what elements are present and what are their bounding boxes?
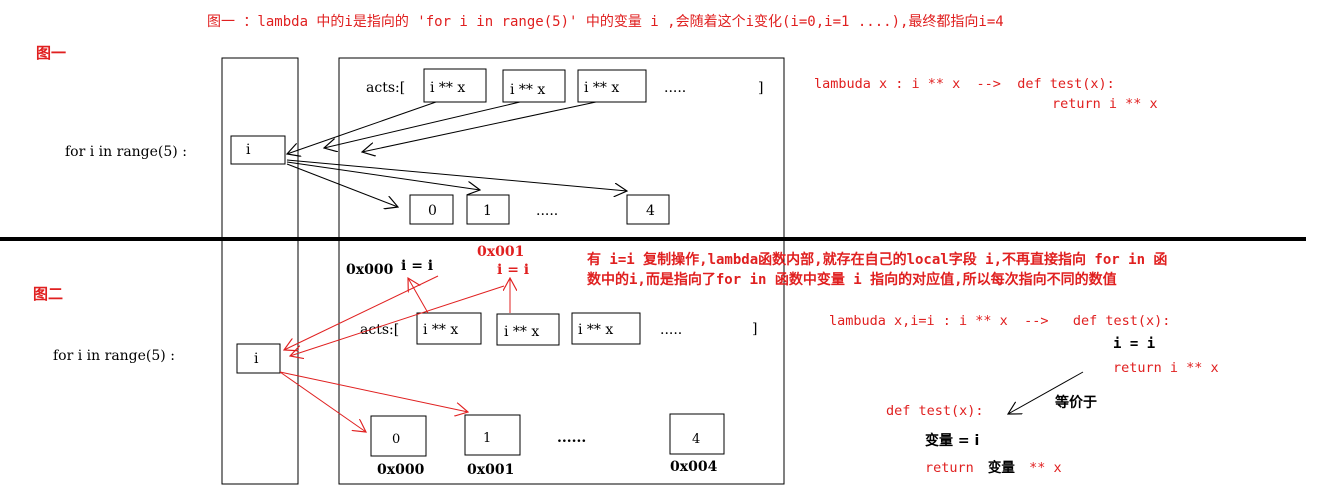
fig2-equiv-arrow xyxy=(1008,371,1084,414)
fig1-arrow-i-to-4 xyxy=(286,159,627,191)
fig1-lambda-2: i ** x xyxy=(510,82,545,98)
fig1-var-i-box xyxy=(230,135,286,165)
fig2-equiv-return-prefix: return xyxy=(925,460,974,476)
fig2-loop-label: for i in range(5) : xyxy=(53,348,175,364)
fig1-acts-open: acts:[ xyxy=(366,80,405,96)
fig2-equiv-return-var: 变量 xyxy=(988,459,1016,476)
fig2-acts-close: ] xyxy=(752,321,757,337)
fig2-values-ellipsis: ...... xyxy=(557,430,586,446)
fig2-acts-open: acts:[ xyxy=(360,322,399,338)
fig1-arrow-lambda1-to-i xyxy=(287,101,437,154)
fig1-lambda-1: i ** x xyxy=(430,80,465,96)
fig1-values-ellipsis: ..... xyxy=(536,203,558,219)
fig2-value-addr-1: 0x001 xyxy=(467,462,514,478)
fig1-note-line1: lambuda x : i ** x --> def test(x): xyxy=(814,76,1115,92)
fig2-arrow-i-to-1 xyxy=(279,371,468,412)
fig1-lambda-ellipsis: ..... xyxy=(664,80,686,96)
fig1-note-line2: return i ** x xyxy=(1052,96,1158,112)
fig2-lambda-box-1 xyxy=(416,312,482,345)
fig2-copy-addr-0: 0x000 xyxy=(346,262,394,278)
fig1-arrow-lambda2-to-i xyxy=(324,101,521,148)
fig1-value-box-4 xyxy=(626,194,670,225)
fig1-loop-label: for i in range(5) : xyxy=(65,144,187,160)
top-note: 图一 ：lambda 中的i是指向的 'for i in range(5)' 中… xyxy=(207,13,1004,30)
fig2-copy-expr-0: i = i xyxy=(401,258,433,274)
fig1-acts-close: ] xyxy=(758,80,763,96)
fig2-heap-box xyxy=(338,238,785,485)
fig1-lambda-box-2 xyxy=(502,69,566,103)
fig2-equiv-def: def test(x): xyxy=(886,403,984,419)
fig2-lambda-box-2 xyxy=(496,313,560,346)
fig1-var-i: i xyxy=(246,142,251,158)
fig1-lambda-box-3 xyxy=(577,69,647,103)
fig1-value-box-1 xyxy=(466,194,510,225)
fig2-value-4: 4 xyxy=(692,432,700,447)
fig2-lambda-3: i ** x xyxy=(578,322,613,338)
fig1-arrow-i-to-0 xyxy=(286,163,398,207)
fig2-equiv-return: return 变量 ** x xyxy=(925,459,1062,476)
fig2-explain-line1: 有 i=i 复制操作,lambda函数内部,就存在自己的local字段 i,不再… xyxy=(587,251,1167,268)
fig2-copy-expr-1: i = i xyxy=(497,262,529,278)
fig2-equiv-var-assign: 变量 = i xyxy=(925,432,979,449)
fig1-arrow-i-to-1 xyxy=(286,161,480,190)
fig2-arrow-i-to-0 xyxy=(279,371,366,432)
fig2-var-i-box xyxy=(236,343,281,374)
fig1-value-1: 1 xyxy=(483,203,492,219)
fig2-value-addr-0: 0x000 xyxy=(377,462,425,478)
fig2-value-0: 0 xyxy=(392,432,400,447)
fig2-arrow-copy0-to-i xyxy=(284,275,439,350)
fig2-value-box-4 xyxy=(669,413,725,455)
fig1-arrow-lambda3-to-i xyxy=(362,101,597,152)
fig2-value-1: 1 xyxy=(483,431,491,446)
fig2-lambda-ellipsis: ..... xyxy=(660,322,682,338)
fig1-label: 图一 xyxy=(36,44,66,62)
fig2-value-addr-4: 0x004 xyxy=(670,459,718,475)
fig2-label: 图二 xyxy=(33,285,63,303)
fig2-equiv-label: 等价于 xyxy=(1055,394,1097,411)
fig2-value-box-1 xyxy=(464,414,521,456)
fig2-equiv-return-suffix: ** x xyxy=(1029,460,1062,476)
fig2-arrow-lambda1-to-copy0 xyxy=(408,278,429,314)
fig2-lambda-1: i ** x xyxy=(423,322,458,338)
fig2-note-return: return i ** x xyxy=(1113,360,1219,376)
fig2-note-line1: lambuda x,i=i : i ** x --> def test(x): xyxy=(829,313,1170,329)
fig2-copy-addr-1: 0x001 xyxy=(477,244,524,260)
fig1-value-0: 0 xyxy=(428,203,437,219)
fig2-value-box-0 xyxy=(370,415,427,457)
fig1-lambda-3: i ** x xyxy=(584,80,619,96)
fig2-explain-line2: 数中的i,而是指向了for in 函数中变量 i 指向的对应值,所以每次指向不同… xyxy=(587,271,1117,288)
fig2-lambda-2: i ** x xyxy=(504,324,539,340)
fig1-value-box-0 xyxy=(409,194,454,225)
fig2-lambda-box-3 xyxy=(571,312,641,345)
fig1-lambda-box-1 xyxy=(423,68,487,103)
fig2-note-i-eq: i = i xyxy=(1113,336,1155,352)
fig2-frame-box xyxy=(221,238,299,485)
fig2-arrow-copy1-to-i xyxy=(290,285,505,356)
fig2-var-i: i xyxy=(254,351,259,367)
fig1-value-4: 4 xyxy=(646,203,655,219)
